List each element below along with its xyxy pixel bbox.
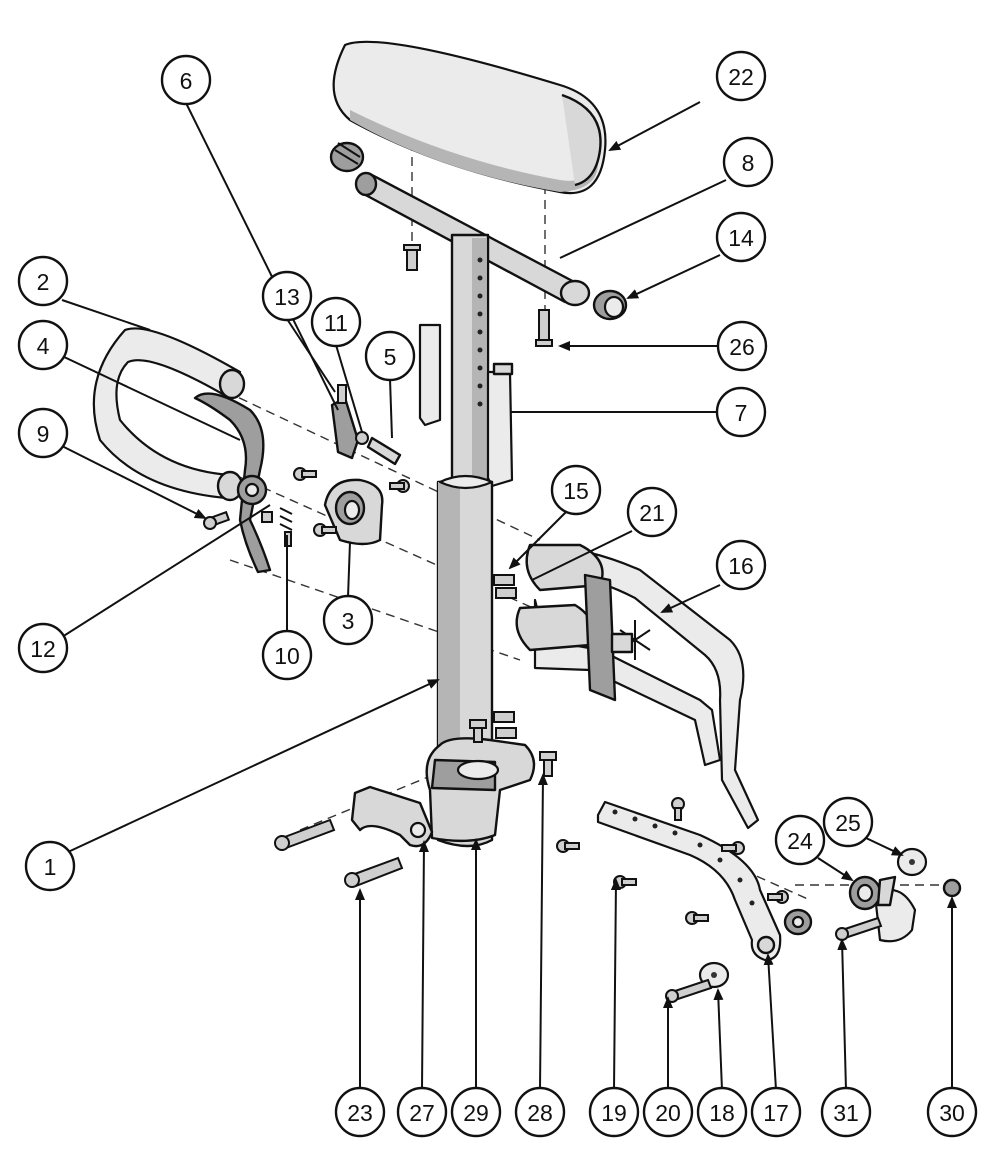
screw-9 [203,510,231,530]
svg-text:3: 3 [342,608,355,634]
callout-13: 13 [261,270,313,322]
pin-11 [355,431,369,445]
callout-26: 26 [716,320,768,372]
release-lever [193,392,272,574]
callout-2: 2 [17,255,69,307]
callout-24: 24 [774,814,826,866]
svg-text:9: 9 [37,421,50,447]
svg-text:4: 4 [37,333,50,359]
guide-strip-right [486,362,514,488]
svg-text:7: 7 [735,400,748,426]
svg-text:17: 17 [763,1100,789,1126]
svg-text:20: 20 [655,1100,681,1126]
svg-text:21: 21 [639,500,665,526]
callout-30: 30 [926,1086,978,1138]
clamp-27 [350,785,434,848]
svg-text:24: 24 [787,828,813,854]
end-plug-left [329,141,365,173]
frame-plugs [493,574,517,739]
screw-top-block [469,719,487,743]
svg-text:10: 10 [274,643,300,669]
callout-19: 19 [588,1086,640,1138]
svg-text:19: 19 [601,1100,627,1126]
svg-text:11: 11 [324,310,348,336]
callout-15: 15 [550,464,602,516]
callout-20: 20 [642,1086,694,1138]
callout-29: 29 [450,1086,502,1138]
bolt-lower [344,856,404,888]
callout-3: 3 [322,594,374,646]
callout-10: 10 [261,629,313,681]
callout-17: 17 [750,1086,802,1138]
washer-right [783,908,813,936]
svg-text:2: 2 [37,269,50,295]
callout-21: 21 [626,486,678,538]
armrest-loop [92,327,246,502]
svg-text:28: 28 [527,1100,553,1126]
callout-7: 7 [715,386,767,438]
callout-4: 4 [17,319,69,371]
screw-upper [403,244,421,271]
callout-5: 5 [364,330,416,382]
callout-23: 23 [334,1086,386,1138]
svg-text:8: 8 [742,150,755,176]
bolt-upper [274,818,336,851]
callout-11: 11 [310,296,362,348]
screw-28 [539,751,557,777]
small-screws [293,467,410,537]
pin-5 [366,436,402,466]
callout-8: 8 [722,136,774,188]
screw-lower [535,309,553,347]
svg-text:26: 26 [729,334,755,360]
pivot-bracket [848,875,917,943]
svg-text:16: 16 [728,553,754,579]
armrest-pad [332,40,607,195]
callout-18: 18 [696,1086,748,1138]
clamp-block [323,478,384,546]
svg-text:23: 23 [347,1100,373,1126]
callout-1: 1 [24,840,76,892]
svg-text:22: 22 [728,64,754,90]
end-plug-right [592,289,628,321]
armrest-upright [450,233,490,482]
callout-9: 9 [17,407,69,459]
callout-16: 16 [715,539,767,591]
latch [330,384,360,460]
callout-14: 14 [715,211,767,263]
svg-text:27: 27 [409,1100,435,1126]
callout-28: 28 [514,1086,566,1138]
svg-text:1: 1 [44,854,57,880]
svg-text:25: 25 [835,810,861,836]
svg-text:30: 30 [939,1100,965,1126]
svg-text:18: 18 [709,1100,735,1126]
bracket-bar [596,800,782,962]
mounting-block [425,737,536,843]
screw-20 [665,978,713,1003]
knob-12 [261,511,273,523]
svg-text:14: 14 [728,225,754,251]
svg-text:31: 31 [833,1100,859,1126]
svg-text:15: 15 [563,478,589,504]
svg-text:29: 29 [463,1100,489,1126]
svg-text:5: 5 [384,344,397,370]
svg-text:13: 13 [274,284,300,310]
callout-22: 22 [715,50,767,102]
svg-text:6: 6 [180,68,193,94]
leader-lines [61,101,957,1091]
svg-text:12: 12 [30,636,56,662]
guide-strip-left [418,323,442,427]
nut-30 [942,878,962,898]
callout-31: 31 [820,1086,872,1138]
side-frame [515,543,760,830]
callout-6: 6 [160,54,212,106]
callout-27: 27 [396,1086,448,1138]
callout-25: 25 [822,796,874,848]
washer-25 [896,847,928,877]
screw-31 [835,916,883,941]
callout-12: 12 [17,622,69,674]
